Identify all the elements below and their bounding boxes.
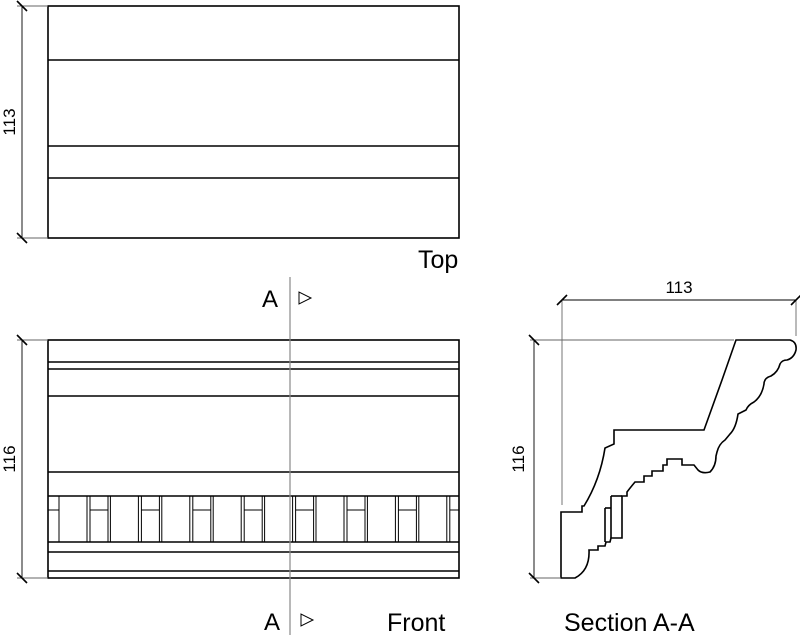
section-arrow-top-icon bbox=[298, 291, 313, 305]
front-view: 116 Front bbox=[0, 334, 460, 635]
section-width-dimension-text: 113 bbox=[665, 278, 692, 297]
top-height-dimension: 113 bbox=[0, 0, 48, 244]
section-arrow-bottom-icon bbox=[300, 613, 315, 627]
top-view-label: Top bbox=[418, 246, 458, 274]
section-height-dimension: 116 bbox=[509, 334, 734, 584]
top-height-dimension-text: 113 bbox=[0, 108, 19, 135]
section-view-label: Section A-A bbox=[564, 609, 695, 635]
dentil-band bbox=[48, 496, 459, 542]
top-view: 113 Top bbox=[0, 0, 460, 274]
section-marker-bottom-letter: A bbox=[264, 609, 280, 635]
section-height-dimension-text: 116 bbox=[509, 445, 528, 472]
cornice-profile bbox=[560, 339, 797, 579]
section-cut-line: A A bbox=[262, 277, 315, 635]
section-marker-top-letter: A bbox=[262, 286, 278, 313]
front-view-outline bbox=[47, 339, 460, 579]
front-height-dimension: 116 bbox=[0, 334, 48, 584]
front-height-dimension-text: 116 bbox=[0, 445, 19, 472]
section-width-dimension: 113 bbox=[556, 278, 800, 505]
section-view: 113 116 Section A-A bbox=[509, 278, 800, 635]
front-view-label: Front bbox=[387, 609, 445, 635]
top-view-outline bbox=[47, 5, 460, 239]
